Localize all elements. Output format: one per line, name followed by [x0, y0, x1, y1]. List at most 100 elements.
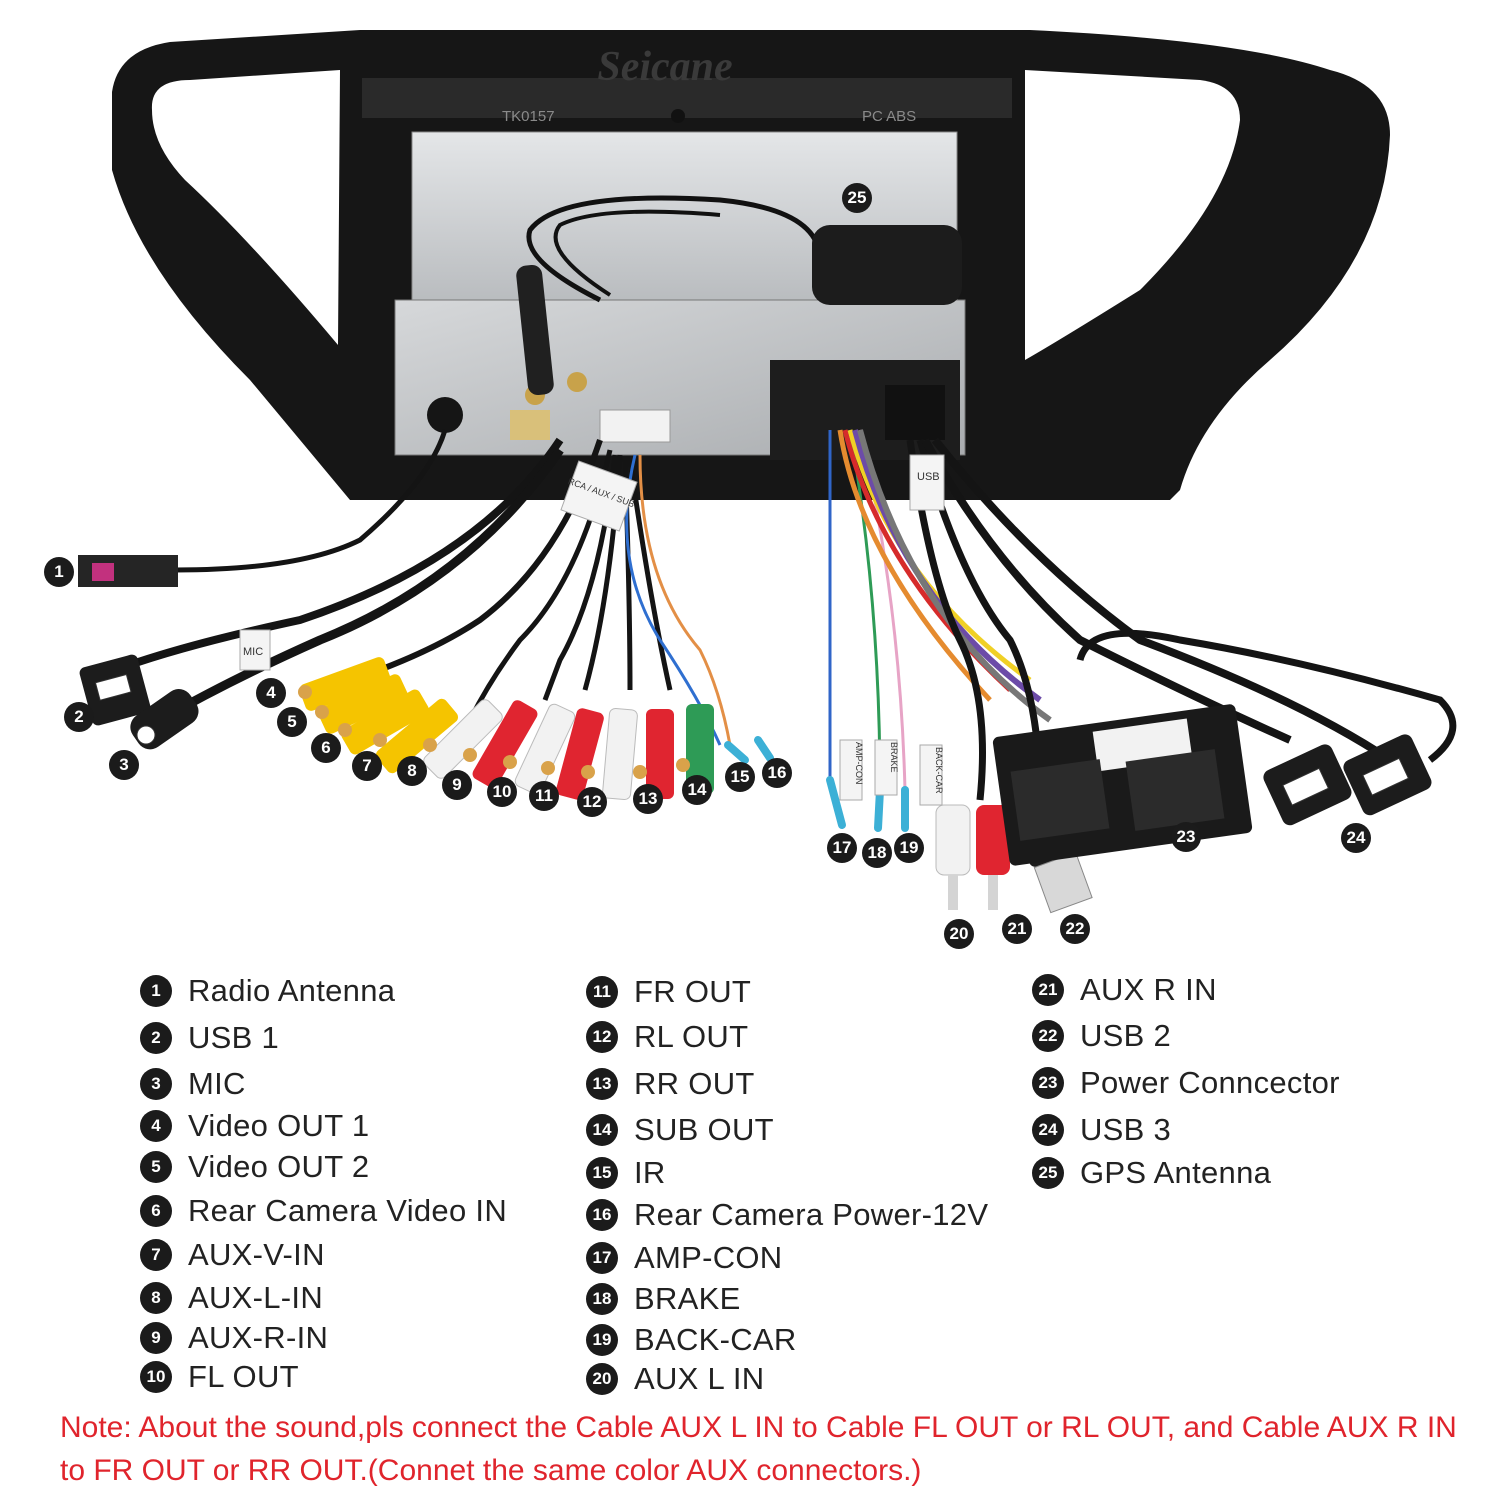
- legend-item: 1 Radio Antenna: [140, 973, 395, 1009]
- cable-tags: USB RCA / AUX / SUB MIC AMP-CON BRAKE BA…: [239, 454, 945, 806]
- wire-tips: [826, 776, 909, 832]
- legend-item: 9 AUX-R-IN: [140, 1320, 328, 1356]
- legend-item: 15 IR: [586, 1155, 666, 1191]
- legend-label: MIC: [188, 1066, 246, 1101]
- marker-23: 23: [1171, 822, 1201, 852]
- marker-21: 21: [1002, 914, 1032, 944]
- legend-item: 23 Power Conncector: [1032, 1065, 1340, 1101]
- tag-back: BACK-CAR: [934, 747, 944, 794]
- marker-9: 9: [442, 770, 472, 800]
- marker-3: 3: [109, 750, 139, 780]
- marker-20: 20: [944, 919, 974, 949]
- marker-19: 19: [894, 833, 924, 863]
- gps-antenna: [516, 195, 962, 396]
- legend-label: AUX-V-IN: [188, 1237, 325, 1272]
- legend-item: 2 USB 1: [140, 1020, 279, 1056]
- legend-label: Power Conncector: [1080, 1065, 1340, 1100]
- legend-number: 11: [586, 976, 618, 1008]
- panel-mark-right: PC ABS: [862, 108, 916, 125]
- legend-number: 20: [586, 1363, 618, 1395]
- legend-label: AUX-R-IN: [188, 1320, 329, 1355]
- legend-number: 14: [586, 1114, 618, 1146]
- tag-usb: USB: [917, 471, 940, 483]
- legend-number: 19: [586, 1324, 618, 1356]
- legend-label: USB 3: [1080, 1112, 1172, 1147]
- legend-item: 17 AMP-CON: [586, 1240, 783, 1276]
- legend-label: RL OUT: [634, 1019, 749, 1054]
- legend-label: AUX R IN: [1080, 972, 1217, 1007]
- legend-number: 1: [140, 975, 172, 1007]
- legend-item: 19 BACK-CAR: [586, 1322, 797, 1358]
- legend-label: USB 1: [188, 1020, 280, 1055]
- sound-note: Note: About the sound,pls connect the Ca…: [60, 1411, 1457, 1487]
- legend-label: AUX-L-IN: [188, 1280, 324, 1315]
- marker-12: 12: [577, 787, 607, 817]
- legend-label: Video OUT 1: [188, 1108, 370, 1143]
- legend-label: Video OUT 2: [188, 1149, 370, 1184]
- marker-10: 10: [487, 777, 517, 807]
- legend-number: 21: [1032, 974, 1064, 1006]
- rca-connectors: [298, 657, 774, 801]
- legend-label: SUB OUT: [634, 1112, 774, 1147]
- legend-number: 10: [140, 1361, 172, 1393]
- legend-item: 4 Video OUT 1: [140, 1108, 369, 1144]
- legend-number: 23: [1032, 1067, 1064, 1099]
- legend-label: BACK-CAR: [634, 1322, 797, 1357]
- marker-25: 25: [842, 183, 872, 213]
- legend-number: 17: [586, 1242, 618, 1274]
- tag-brake: BRAKE: [889, 742, 899, 773]
- legend-item: 5 Video OUT 2: [140, 1149, 369, 1185]
- legend-label: GPS Antenna: [1080, 1155, 1272, 1190]
- legend-number: 9: [140, 1322, 172, 1354]
- marker-13: 13: [633, 784, 663, 814]
- seicane-watermark: Seicane: [597, 44, 732, 90]
- legend-label: BRAKE: [634, 1281, 741, 1316]
- marker-11: 11: [529, 781, 559, 811]
- legend-label: FR OUT: [634, 974, 752, 1009]
- legend-label: Radio Antenna: [188, 973, 396, 1008]
- marker-24: 24: [1341, 823, 1371, 853]
- legend-number: 6: [140, 1195, 172, 1227]
- legend-item: 7 AUX-V-IN: [140, 1237, 325, 1273]
- marker-16: 16: [762, 758, 792, 788]
- legend-item: 14 SUB OUT: [586, 1112, 774, 1148]
- legend-number: 7: [140, 1239, 172, 1271]
- marker-5: 5: [277, 707, 307, 737]
- legend-label: Rear Camera Power-12V: [634, 1197, 989, 1232]
- legend-number: 24: [1032, 1114, 1064, 1146]
- marker-8: 8: [397, 756, 427, 786]
- usb1-connector: [79, 654, 151, 726]
- aux-plugs: [935, 804, 1010, 910]
- marker-14: 14: [682, 775, 712, 805]
- marker-22: 22: [1060, 914, 1090, 944]
- legend-label: IR: [634, 1155, 666, 1190]
- legend-item: 24 USB 3: [1032, 1112, 1171, 1148]
- legend-item: 21 AUX R IN: [1032, 972, 1217, 1008]
- legend-label: AMP-CON: [634, 1240, 783, 1275]
- usb3-plugs: [1263, 734, 1432, 826]
- marker-7: 7: [352, 751, 382, 781]
- legend-number: 4: [140, 1110, 172, 1142]
- legend-number: 15: [586, 1157, 618, 1189]
- legend-item: 11 FR OUT: [586, 974, 751, 1010]
- antenna-connector: [78, 555, 178, 587]
- marker-17: 17: [827, 833, 857, 863]
- legend-number: 5: [140, 1151, 172, 1183]
- marker-4: 4: [256, 678, 286, 708]
- marker-6: 6: [311, 733, 341, 763]
- legend-number: 2: [140, 1022, 172, 1054]
- legend-number: 22: [1032, 1020, 1064, 1052]
- legend-item: 10 FL OUT: [140, 1359, 299, 1395]
- panel-mark-left: TK0157: [502, 108, 555, 125]
- legend-label: RR OUT: [634, 1066, 755, 1101]
- legend-label: FL OUT: [188, 1359, 299, 1394]
